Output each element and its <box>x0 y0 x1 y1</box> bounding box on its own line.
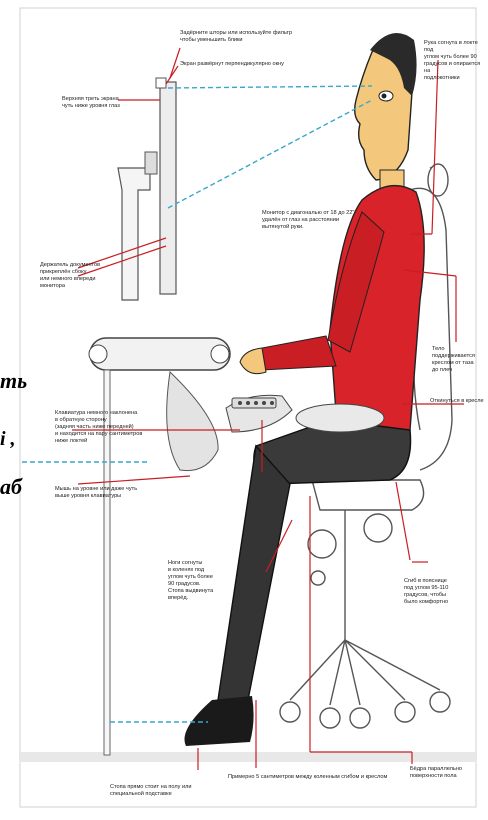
note-monitor-distance: Монитор с диагональю от 18 до 22" удалён… <box>262 210 372 231</box>
note-blinds: Задёрните шторы или используйте фильтр ч… <box>180 30 300 44</box>
note-hips-parallel: Бёдра параллельно поверхности пола <box>410 766 476 780</box>
monitor <box>118 78 176 300</box>
floor <box>20 752 476 762</box>
note-hip-bend: Сгиб в пояснице под углом 95-110 градусо… <box>404 578 464 606</box>
note-perpendicular: Экран развёрнут перпендикулярно окну <box>180 61 300 68</box>
note-body-support: Тело поддерживается креслом от таза до п… <box>432 346 488 374</box>
note-arm: Рука согнута в локте под углом чуть боле… <box>424 40 486 82</box>
note-recline: Откинуться в кресле <box>430 398 488 405</box>
side-fragment-1: ть <box>0 368 27 394</box>
side-fragment-3: аб <box>0 474 22 500</box>
note-doc-holder: Держатель документов прикреплён сбоку ил… <box>40 262 120 290</box>
note-legs: Ноги согнуты в коленях под углом чуть бо… <box>168 560 228 602</box>
note-top-third: Верхняя треть экрана чуть ниже уровня гл… <box>62 96 142 110</box>
note-keyboard: Клавиатура немного наклонена в обратную … <box>55 410 165 445</box>
note-knee-gap: Примерно 5 сантиметров между коленным сг… <box>228 774 408 781</box>
side-fragment-2: і , <box>0 428 16 451</box>
note-mouse: Мышь на уровне или даже чуть выше уровня… <box>55 486 155 500</box>
note-feet-floor: Стопа прямо стоит на полу или специально… <box>110 784 220 798</box>
seated-person <box>184 33 424 746</box>
desk <box>89 338 230 755</box>
